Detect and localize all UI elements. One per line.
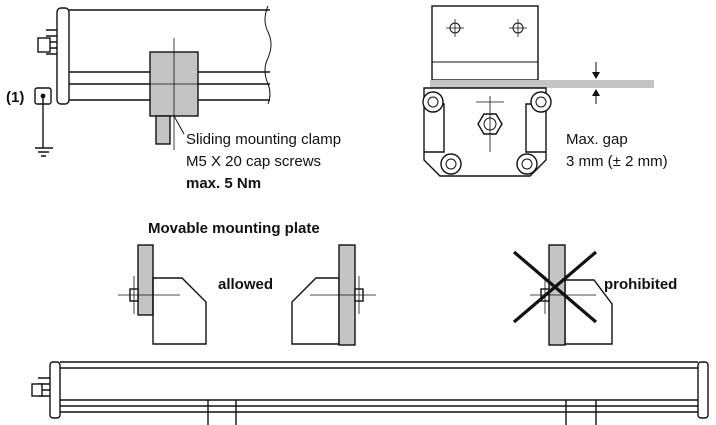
clamp-label-line2: M5 X 20 cap screws (186, 153, 321, 170)
clamp-label-line3: max. 5 Nm (186, 175, 261, 192)
ground-terminal (34, 87, 53, 157)
clamp-label-line1: Sliding mounting clamp (186, 131, 341, 148)
marker-label: (1) (6, 89, 24, 106)
plate-title: Movable mounting plate (148, 220, 320, 237)
prohibited-label: prohibited (604, 276, 677, 293)
gap-label-line1: Max. gap (566, 131, 628, 148)
plate-variant-prohibited (512, 244, 613, 346)
gap-label-line2: 3 mm (± 2 mm) (566, 153, 668, 170)
sensor-full-view (31, 361, 709, 425)
gap-detail-view (422, 5, 654, 177)
plate-variant-allowed-right (291, 244, 376, 346)
plate-variant-allowed-left (118, 244, 207, 345)
allowed-label: allowed (218, 276, 273, 293)
sliding-mounting-clamp (140, 38, 210, 150)
